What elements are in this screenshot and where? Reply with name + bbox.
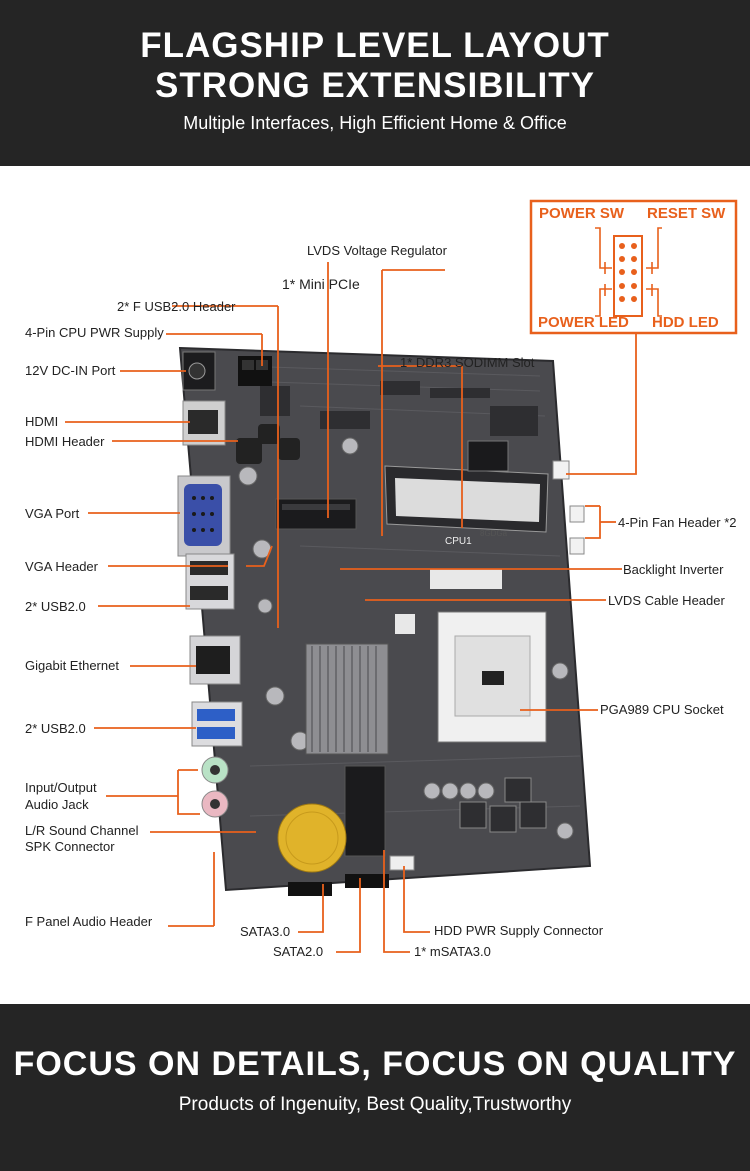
label-fan: 4-Pin Fan Header *2 — [618, 515, 737, 530]
label-vga-header: VGA Header — [25, 559, 98, 574]
hdd-led-label: HDD LED — [652, 314, 719, 331]
label-spk-1: L/R Sound Channel — [25, 823, 139, 838]
footer-subtitle: Products of Ingenuity, Best Quality,Trus… — [178, 1094, 572, 1115]
front-panel-pin-diagram — [529, 199, 738, 335]
board-illustration: CPU1 — [65, 199, 738, 953]
label-vga-port: VGA Port — [25, 506, 80, 521]
label-dc-in: 12V DC-IN Port — [25, 363, 116, 378]
label-lvds-reg: LVDS Voltage Regulator — [307, 243, 447, 258]
label-usb2-top: 2* USB2.0 — [25, 599, 86, 614]
label-sata2: SATA2.0 — [273, 944, 324, 959]
label-audio-jack-2: Audio Jack — [25, 797, 89, 812]
label-hdmi: HDMI — [25, 414, 59, 429]
label-hdmi-header: HDMI Header — [25, 434, 105, 449]
label-audio-jack-1: Input/Output — [25, 780, 97, 795]
headline-line-2: STRONG EXTENSIBILITY — [154, 66, 596, 105]
label-mini-pcie: 1* Mini PCIe — [282, 276, 360, 292]
label-sata3: SATA3.0 — [240, 924, 291, 939]
reset-sw-label: RESET SW — [647, 205, 726, 222]
label-backlight: Backlight Inverter — [623, 562, 724, 577]
power-sw-label: POWER SW — [539, 205, 624, 222]
motherboard-diagram: CPU1 POWER SW RESET SW POWER LED HDD LED… — [0, 166, 750, 1004]
label-cpu-socket: PGA989 CPU Socket — [600, 702, 724, 717]
label-spk-2: SPK Connector — [25, 839, 115, 854]
label-lvds-cable: LVDS Cable Header — [608, 593, 725, 608]
label-cpu-pwr: 4-Pin CPU PWR Supply — [25, 325, 164, 340]
label-usb2-bottom: 2* USB2.0 — [25, 721, 86, 736]
label-msata: 1* mSATA3.0 — [414, 944, 491, 959]
footer-band: FOCUS ON DETAILS, FOCUS ON QUALITY Produ… — [0, 1004, 750, 1171]
header-band: FLAGSHIP LEVEL LAYOUT STRONG EXTENSIBILI… — [0, 0, 750, 166]
label-ddr3: 1* DDR3 SODIMM Slot — [400, 355, 535, 370]
footer-title: FOCUS ON DETAILS, FOCUS ON QUALITY — [13, 1045, 737, 1083]
headline-line-1: FLAGSHIP LEVEL LAYOUT — [140, 26, 610, 65]
cpu-mark: CPU1 — [445, 536, 472, 547]
label-gigabit: Gigabit Ethernet — [25, 658, 119, 673]
label-hdd-pwr: HDD PWR Supply Connector — [434, 923, 604, 938]
ram-mark: 8GDGa — [480, 529, 508, 538]
power-led-label: POWER LED — [538, 314, 629, 331]
label-f-panel-audio: F Panel Audio Header — [25, 914, 153, 929]
label-usb-header: 2* F USB2.0 Header — [117, 299, 236, 314]
header-subtitle: Multiple Interfaces, High Efficient Home… — [183, 113, 567, 133]
pcb-board — [177, 346, 592, 896]
